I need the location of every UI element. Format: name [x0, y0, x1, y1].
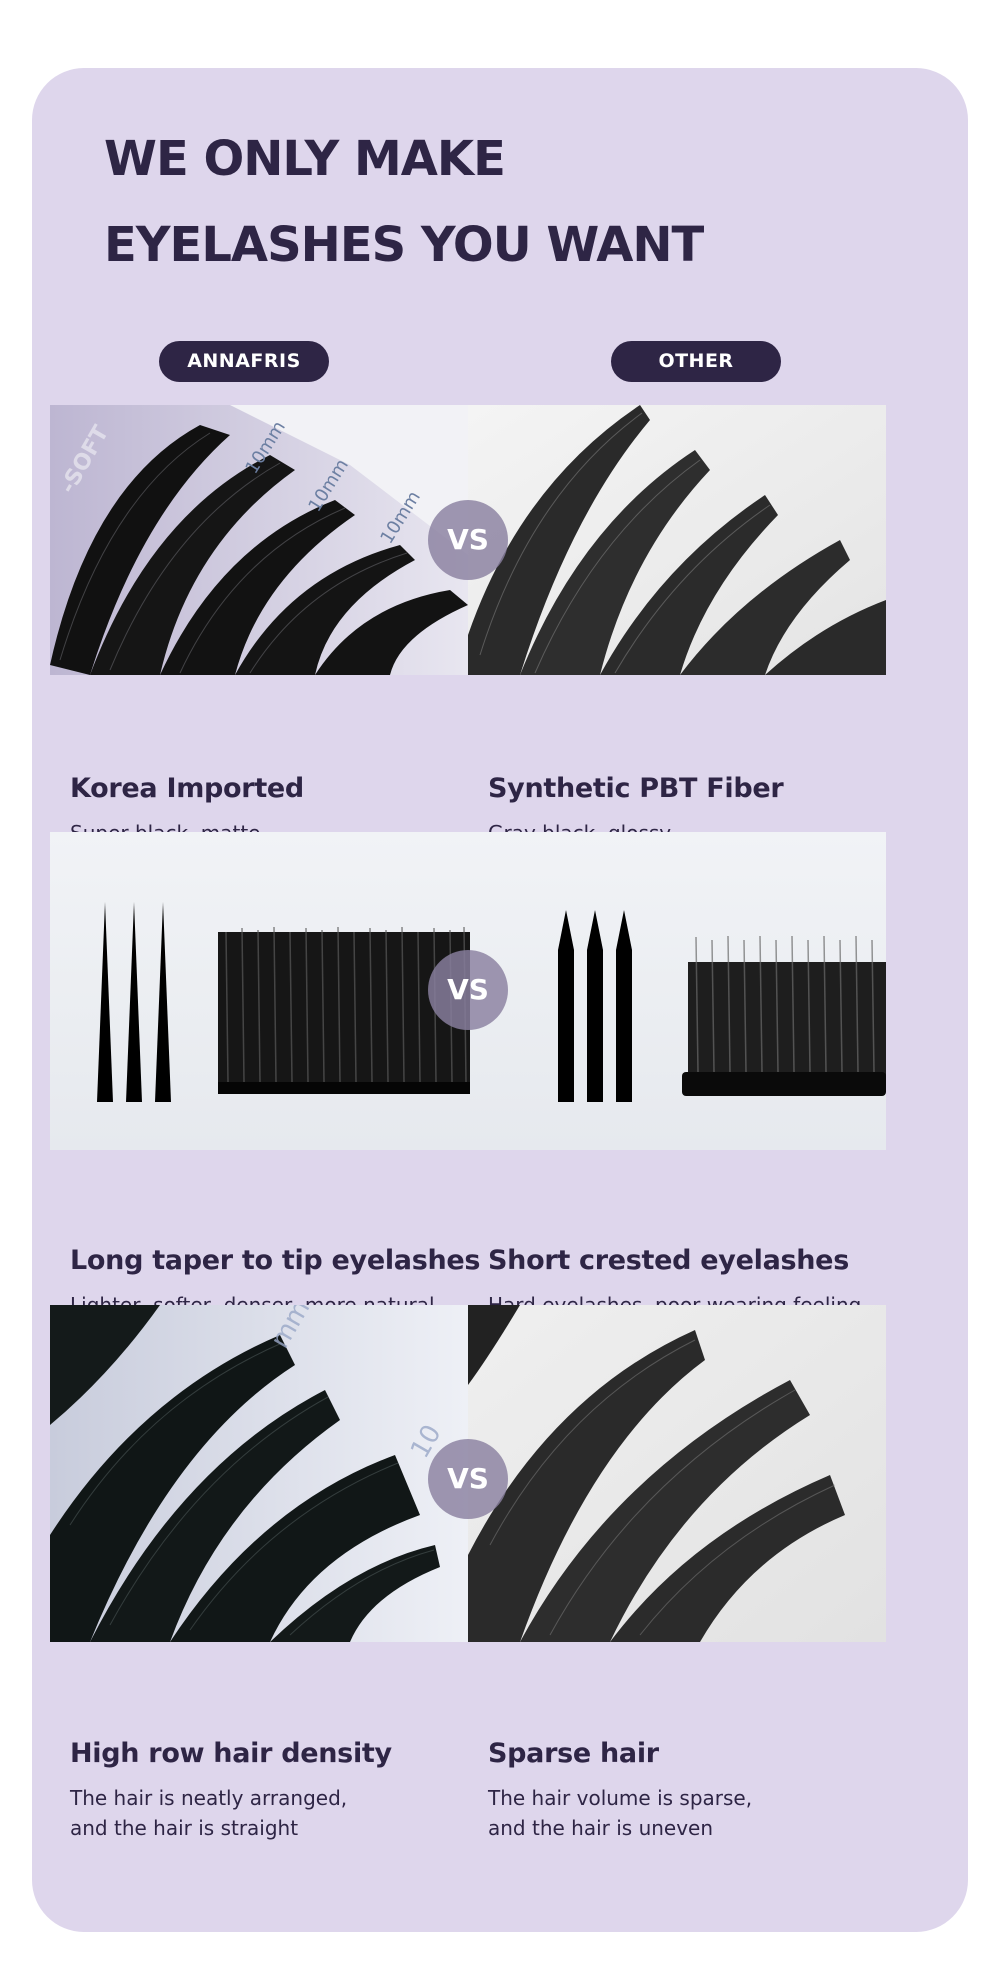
taper-comparison-photo: VS: [50, 832, 886, 1150]
page-headline: WE ONLY MAKE EYELASHES YOU WANT: [104, 116, 804, 288]
headline-line-2: EYELASHES YOU WANT: [104, 217, 704, 273]
dense-lash-image: mm 10: [50, 1305, 468, 1642]
left-title-3: High row hair density: [70, 1738, 392, 1769]
short-crest-spikes: [558, 910, 632, 1102]
headline-line-1: WE ONLY MAKE: [104, 131, 506, 187]
vs-badge-2: VS: [428, 950, 508, 1030]
density-comparison-photo: mm 10 VS: [50, 1305, 886, 1642]
vs-badge-3: VS: [428, 1439, 508, 1519]
left-title-2: Long taper to tip eyelashes: [70, 1245, 481, 1276]
vs-badge-1: VS: [428, 500, 508, 580]
material-comparison-photo: -SOFT 10mm 10mm 10mm VS: [50, 405, 886, 675]
left-desc-3-line-2: and the hair is straight: [70, 1816, 299, 1840]
pbt-lash-image: [468, 405, 886, 675]
brand-tag: ANNAFRIS: [159, 341, 329, 382]
short-crest-lash-strip: [682, 935, 886, 1096]
long-taper-spikes: [97, 902, 171, 1102]
other-tag: OTHER: [611, 341, 781, 382]
right-title-2: Short crested eyelashes: [488, 1245, 849, 1276]
right-title-1: Synthetic PBT Fiber: [488, 773, 784, 804]
right-title-3: Sparse hair: [488, 1738, 659, 1769]
long-taper-lash-strip: [218, 926, 470, 1094]
korea-lash-tray-image: -SOFT 10mm 10mm 10mm: [50, 405, 468, 675]
left-title-1: Korea Imported: [70, 773, 304, 804]
sparse-lash-image: [468, 1305, 886, 1642]
right-desc-3-line-2: and the hair is uneven: [488, 1816, 714, 1840]
right-desc-3-line-1: The hair volume is sparse,: [488, 1786, 753, 1810]
left-desc-3-line-1: The hair is neatly arranged,: [70, 1786, 348, 1810]
